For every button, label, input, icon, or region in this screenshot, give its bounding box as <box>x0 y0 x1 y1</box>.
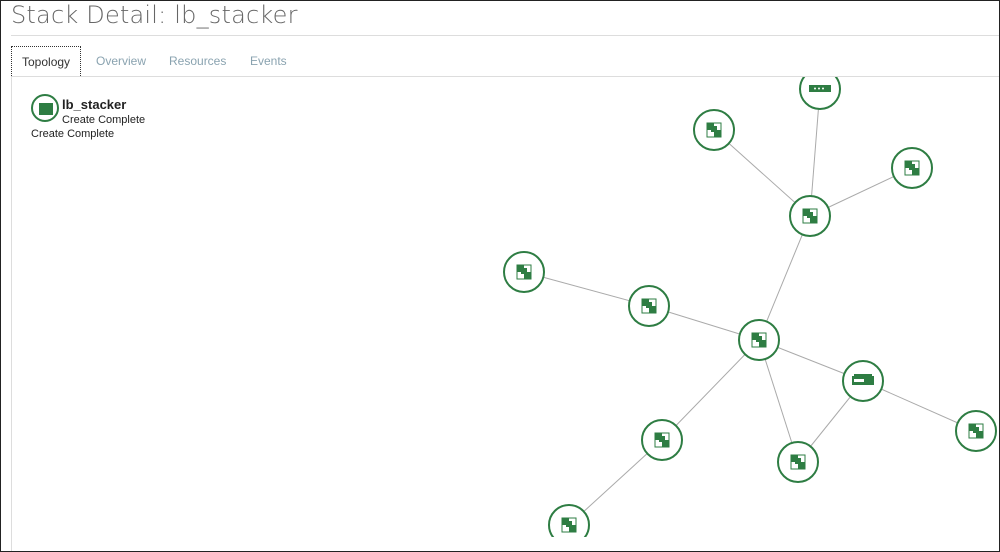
content-border <box>11 77 12 551</box>
graph-edge <box>661 339 760 441</box>
graph-node-r6[interactable] <box>641 419 683 461</box>
resource-icon <box>654 432 670 448</box>
graph-edge <box>758 339 799 463</box>
divider <box>11 35 999 36</box>
resource-icon <box>516 264 532 280</box>
server-icon <box>852 374 874 385</box>
router-icon <box>809 85 831 92</box>
graph-node-r5[interactable] <box>955 410 997 452</box>
stack-status: Create Complete <box>62 114 146 126</box>
graph-edge <box>809 88 821 217</box>
tab-topology[interactable]: Topology <box>11 46 82 76</box>
graph-node-r4[interactable] <box>628 285 670 327</box>
resource-icon <box>968 423 984 439</box>
tab-resources[interactable]: Resources <box>169 54 227 68</box>
graph-node-hub2[interactable] <box>738 319 780 361</box>
resource-icon <box>561 517 577 533</box>
graph-node-r1[interactable] <box>693 109 735 151</box>
resource-icon <box>790 454 806 470</box>
resource-icon <box>706 122 722 138</box>
topology-graph <box>503 77 997 537</box>
stack-status-detail: Create Complete <box>31 128 115 140</box>
graph-edge <box>523 271 650 307</box>
graph-edge <box>713 129 811 217</box>
graph-node-r2[interactable] <box>891 147 933 189</box>
resource-icon <box>751 332 767 348</box>
resource-icon <box>802 208 818 224</box>
tab-events[interactable]: Events <box>250 54 287 68</box>
page-title: Stack Detail: lb_stacker <box>11 1 298 29</box>
graph-node-lb[interactable] <box>842 360 884 402</box>
resource-icon <box>904 160 920 176</box>
graph-node-r8[interactable] <box>548 504 590 537</box>
graph-edge <box>758 215 811 341</box>
resource-icon <box>641 298 657 314</box>
tab-overview[interactable]: Overview <box>96 54 147 68</box>
graph-node-router[interactable] <box>799 77 841 110</box>
tab-bar: Topology Overview Resources Events <box>11 46 999 77</box>
stack-icon <box>31 94 59 122</box>
graph-node-r7[interactable] <box>777 441 819 483</box>
graph-node-hub1[interactable] <box>789 195 831 237</box>
stack-name: lb_stacker <box>62 97 127 112</box>
graph-node-r3[interactable] <box>503 251 545 293</box>
